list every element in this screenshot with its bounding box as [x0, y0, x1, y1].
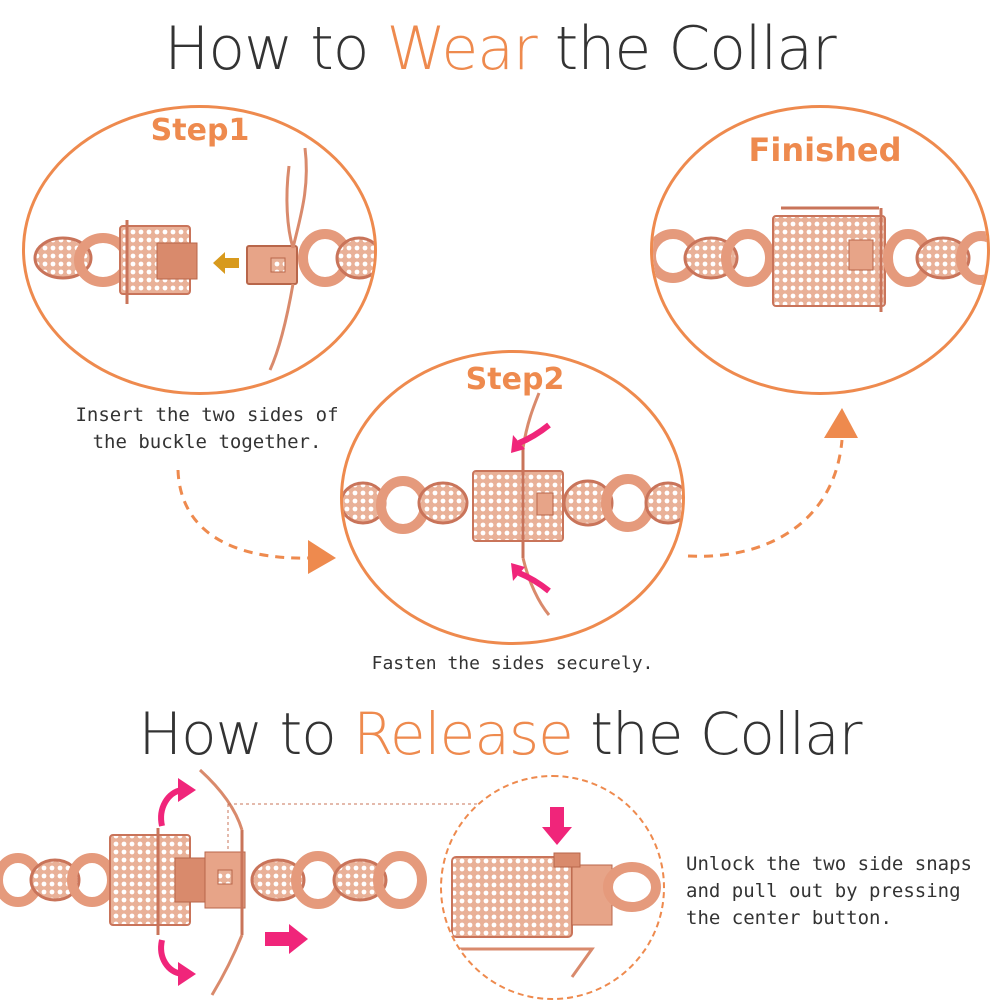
unlock-bottom-arrow-icon [158, 939, 196, 986]
step1-buckle-illustration [33, 147, 374, 371]
press-button-arrow-icon [542, 807, 572, 845]
chain-links-right [298, 229, 374, 287]
step1-caption: Insert the two sides of the buckle toget… [62, 402, 352, 456]
chain-links-left [33, 233, 132, 287]
pull-out-arrow-icon [265, 924, 308, 954]
chain-links-right [883, 229, 987, 287]
step2-buckle-illustration [343, 392, 682, 616]
chain-links-left [343, 476, 469, 534]
wear-heading-prefix: How to [164, 14, 387, 84]
insert-arrow-icon [213, 252, 239, 274]
finished-label: Finished [748, 131, 902, 169]
wear-heading-suffix: the Collar [536, 14, 837, 84]
chain-links-left [0, 853, 117, 907]
release-caption-line3: the center button. [686, 907, 892, 929]
step2-caption: Fasten the sides securely. [371, 653, 654, 674]
step2-label: Step2 [465, 362, 565, 397]
release-heading-suffix: the Collar [572, 700, 862, 768]
release-heading-accent: Release [353, 700, 574, 768]
dashed-arrow-step2-to-finished [687, 408, 858, 558]
release-caption: Unlock the two side snaps and pull out b… [686, 851, 986, 932]
release-detail-circle [440, 775, 665, 1000]
step1-circle [22, 105, 377, 395]
chain-links-right [250, 851, 427, 909]
release-caption-line2: and pull out by pressing [686, 880, 961, 902]
step2-circle [340, 350, 685, 645]
step1-label: Step1 [150, 113, 250, 148]
release-caption-line1: Unlock the two side snaps [686, 853, 972, 875]
center-button [553, 852, 581, 868]
dashed-arrow-step1-to-step2 [176, 469, 336, 574]
chain-links-right [562, 474, 682, 532]
unlock-top-arrow-icon [158, 778, 196, 827]
finished-buckle-illustration [653, 206, 987, 312]
detail-clasp [451, 856, 573, 938]
step1-caption-line1: Insert the two sides of [75, 404, 339, 426]
step1-caption-line2: the buckle together. [92, 431, 322, 453]
press-up-arrow-icon [511, 563, 551, 594]
wear-heading: How to Wear the Collar [0, 14, 1000, 84]
chain-links-left [653, 229, 775, 287]
release-heading: How to Release the Collar [0, 700, 1000, 768]
release-clasp-box [109, 834, 191, 926]
release-heading-prefix: How to [138, 700, 354, 768]
center-button-detail-illustration [451, 807, 661, 978]
finished-circle [650, 105, 990, 395]
release-clasp-tongue [204, 851, 246, 909]
wear-heading-accent: Wear [386, 14, 538, 84]
press-down-arrow-icon [511, 422, 551, 453]
